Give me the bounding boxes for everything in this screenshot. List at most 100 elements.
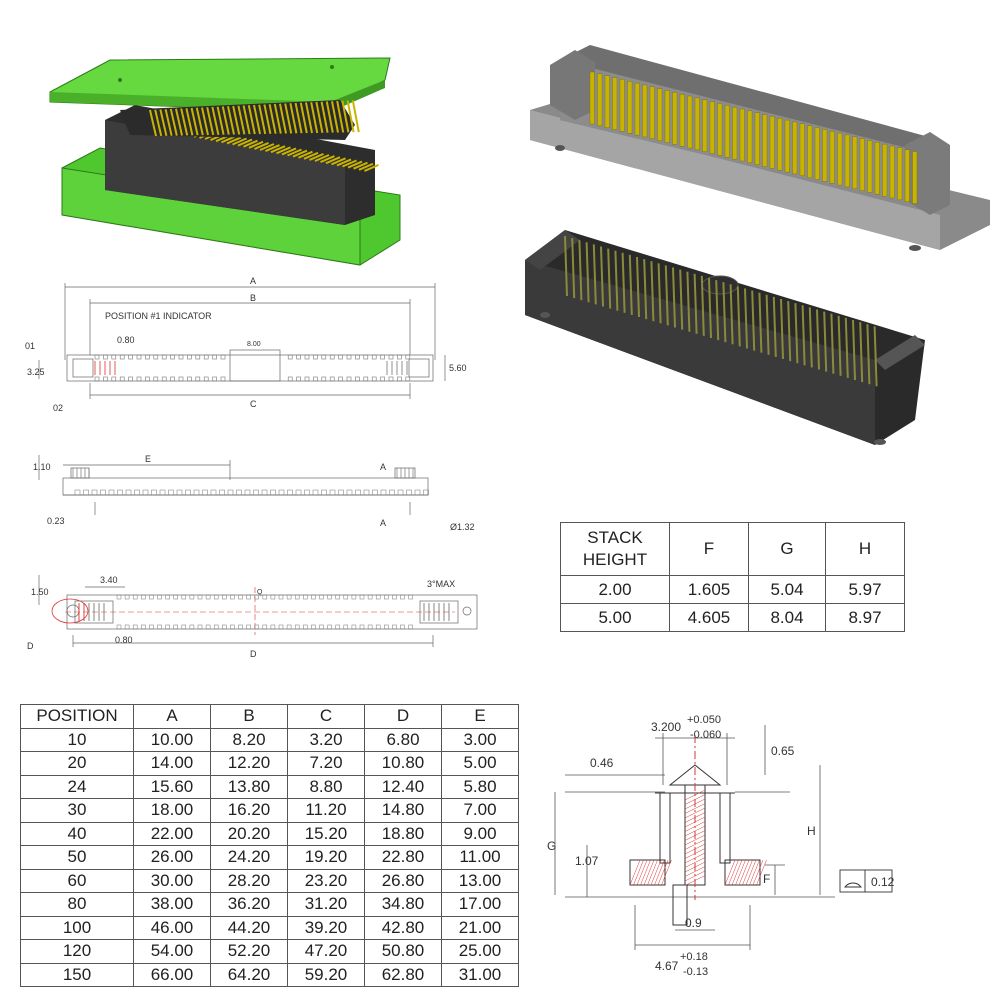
table-cell: 59.20	[287, 962, 365, 987]
dim-107: 1.07	[575, 854, 599, 868]
table-cell: 31.20	[287, 892, 365, 917]
table-cell: 40	[20, 821, 134, 846]
table-cell: 15.60	[133, 774, 211, 799]
table-cell: 5.00	[441, 751, 519, 776]
dim-pitch-bottom: 0.80	[115, 635, 133, 645]
dim-D: D	[250, 649, 257, 659]
dim-top-tol-minus: -0.060	[690, 729, 721, 741]
table-cell: 11.20	[287, 798, 365, 823]
table-cell: 66.00	[133, 962, 211, 987]
grey-connector-pins	[589, 71, 918, 204]
table-header-cell: G	[748, 522, 826, 576]
table-cell: 50.80	[364, 939, 442, 964]
top-view-pin-row	[94, 354, 411, 382]
table-cell: 12.40	[364, 774, 442, 799]
dim-G: G	[547, 839, 556, 853]
dim-D-left: D	[27, 641, 34, 651]
flatness-value: 0.12	[871, 875, 895, 889]
top-view-drawing: A B C POSITION #1 INDICATOR 0.80 01 02 3…	[25, 276, 467, 413]
section-hatching	[629, 789, 767, 886]
table-cell: 6.80	[364, 727, 442, 752]
dim-A: A	[250, 276, 256, 286]
dim-09: 0.9	[685, 916, 702, 930]
table-cell: 22.80	[364, 845, 442, 870]
table-cell: 23.20	[287, 868, 365, 893]
dim-340: 3.40	[100, 575, 118, 585]
table-header-cell: C	[287, 704, 365, 729]
table-cell: 47.20	[287, 939, 365, 964]
section-A-top: A	[380, 462, 386, 472]
table-cell: 120	[20, 939, 134, 964]
bottom-view-drawing: 3.40 1.50 0.80 D D 3°MAX Q	[27, 575, 478, 659]
table-cell: 62.80	[364, 962, 442, 987]
section-detail-drawing: 3.200 +0.050 -0.060 0.46 0.65 G H F 1.07…	[547, 714, 895, 978]
table-cell: 50	[20, 845, 134, 870]
table-cell: 22.00	[133, 821, 211, 846]
table-cell: 19.20	[287, 845, 365, 870]
table-cell: 26.00	[133, 845, 211, 870]
table-cell: 13.80	[210, 774, 288, 799]
bottom-view-pin-row	[78, 594, 450, 630]
table-header-cell: H	[825, 522, 905, 576]
table-cell: 24.20	[210, 845, 288, 870]
connector-3d-view-bottom	[525, 230, 925, 445]
table-cell: 4.605	[669, 603, 749, 632]
table-cell: 17.00	[441, 892, 519, 917]
table-cell: 14.80	[364, 798, 442, 823]
table-header-cell: E	[441, 704, 519, 729]
table-cell: 3.00	[441, 727, 519, 752]
side-view-pin-row	[72, 468, 429, 496]
table-cell: 52.20	[210, 939, 288, 964]
table-cell: 16.20	[210, 798, 288, 823]
dim-top: 3.200	[651, 720, 681, 734]
side-view-drawing: E 1.10 0.23 Ø1.32 A A	[33, 454, 475, 532]
table-header-cell: D	[364, 704, 442, 729]
table-cell: 60	[20, 868, 134, 893]
table-cell: 15.20	[287, 821, 365, 846]
table-cell: 21.00	[441, 915, 519, 940]
table-cell: 5.80	[441, 774, 519, 799]
label-q: Q	[257, 589, 263, 596]
table-cell: 2.00	[560, 575, 670, 604]
black-connector-pins	[564, 235, 878, 387]
dim-325: 3.25	[27, 367, 45, 377]
table-cell: 46.00	[133, 915, 211, 940]
table-cell: 11.00	[441, 845, 519, 870]
table-cell: 39.20	[287, 915, 365, 940]
connector-3d-view-top	[530, 45, 990, 251]
dim-F: F	[763, 872, 770, 886]
dim-01: 01	[25, 341, 35, 351]
table-cell: 7.20	[287, 751, 365, 776]
table-cell: 10	[20, 727, 134, 752]
table-cell: 28.20	[210, 868, 288, 893]
dim-pitch: 0.80	[117, 335, 135, 345]
dim-E: E	[145, 454, 151, 464]
mated-connector-illustration	[49, 57, 401, 266]
table-cell: 150	[20, 962, 134, 987]
table-cell: 36.20	[210, 892, 288, 917]
dim-mid: 8.00	[247, 341, 261, 348]
dim-C: C	[250, 399, 257, 409]
table-cell: 20.20	[210, 821, 288, 846]
table-cell: 54.00	[133, 939, 211, 964]
table-cell: 44.20	[210, 915, 288, 940]
dim-angle: 3°MAX	[427, 579, 455, 589]
table-cell: 30	[20, 798, 134, 823]
table-cell: 42.80	[364, 915, 442, 940]
table-cell: 12.20	[210, 751, 288, 776]
dim-bottom: 4.67	[655, 959, 679, 973]
top-connector-pins	[149, 100, 360, 137]
dim-023: 0.23	[47, 516, 65, 526]
table-cell: 1.605	[669, 575, 749, 604]
table-cell: 24	[20, 774, 134, 799]
